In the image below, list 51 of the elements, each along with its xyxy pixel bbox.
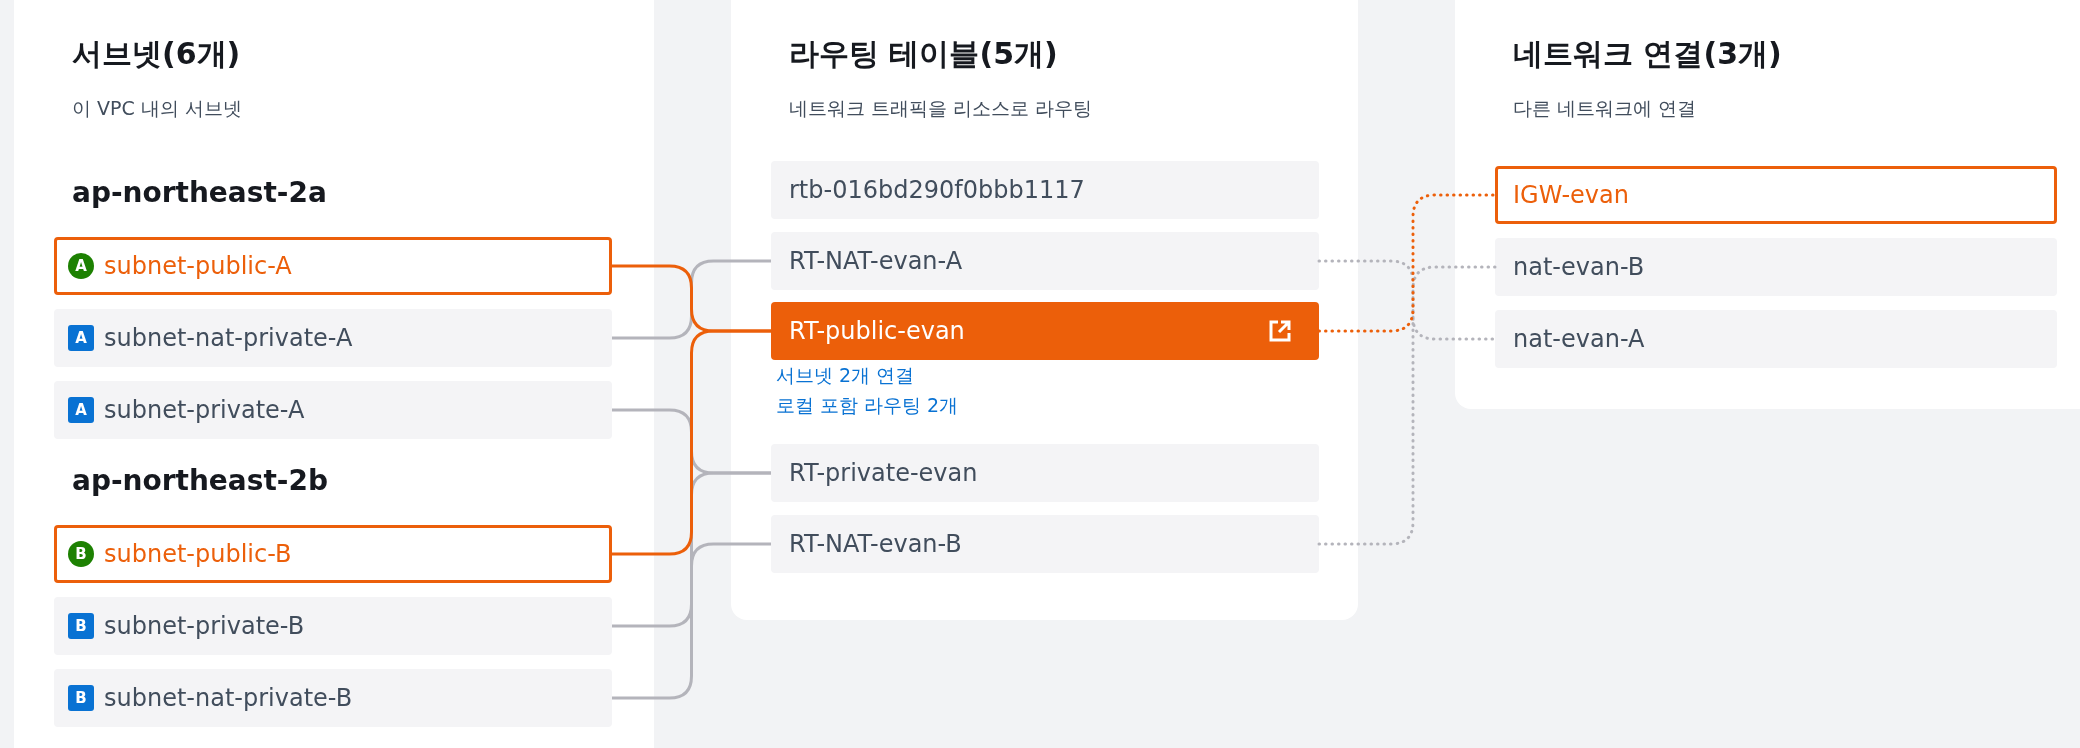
connector-line — [612, 542, 771, 700]
zone-heading: ap-northeast-2b — [72, 464, 328, 497]
zone-badge: A — [68, 253, 94, 279]
panel-card — [1455, 0, 2080, 409]
item-name: nat-evan-B — [1513, 253, 1645, 281]
item-name: RT-public-evan — [789, 317, 965, 345]
panel-title: 라우팅 테이블(5개) — [789, 35, 1058, 73]
subnet-row — [54, 525, 612, 583]
item-name: subnet-nat-private-A — [104, 324, 353, 352]
zone-badge: B — [68, 613, 94, 639]
connection-row — [1495, 166, 2057, 224]
link-text: 로컬 포함 라우팅 2개 — [776, 393, 959, 418]
zone-badge: A — [68, 397, 94, 423]
subnet-row — [54, 597, 612, 655]
item-name: subnet-private-A — [104, 396, 305, 424]
item-name: subnet-private-B — [104, 612, 305, 640]
link-text: 서브넷 2개 연결 — [776, 363, 915, 388]
dotted-connector — [1317, 259, 1497, 341]
item-name: subnet-public-B — [104, 540, 292, 568]
item-name: RT-NAT-evan-B — [789, 530, 962, 558]
route-table-row — [771, 515, 1319, 573]
subnet-row — [54, 237, 612, 295]
subnet-row — [54, 381, 612, 439]
connector-line — [612, 329, 771, 556]
route-table-row — [771, 444, 1319, 502]
panel-subtitle: 이 VPC 내의 서브넷 — [72, 96, 242, 121]
connection-row — [1495, 310, 2057, 368]
item-name: RT-private-evan — [789, 459, 978, 487]
item-name: subnet-nat-private-B — [104, 684, 353, 712]
panel-card — [14, 0, 654, 748]
item-name: nat-evan-A — [1513, 325, 1645, 353]
zone-badge: B — [68, 541, 94, 567]
item-name: IGW-evan — [1513, 181, 1629, 209]
subnet-row — [54, 309, 612, 367]
panel-title: 서브넷(6개) — [72, 35, 241, 73]
panel-subtitle: 네트워크 트래픽을 리소스로 라우팅 — [789, 96, 1093, 121]
route-table-row — [771, 302, 1319, 360]
subnet-row — [54, 669, 612, 727]
item-name: rtb-016bd290f0bbb1117 — [789, 176, 1085, 204]
zone-badge: B — [68, 685, 94, 711]
panel-subtitle: 다른 네트워크에 연결 — [1513, 96, 1697, 121]
item-name: subnet-public-A — [104, 252, 292, 280]
panel-card — [731, 0, 1358, 620]
route-table-row — [771, 232, 1319, 290]
zone-badge: A — [68, 325, 94, 351]
item-name: RT-NAT-evan-A — [789, 247, 963, 275]
connection-row — [1495, 238, 2057, 296]
dotted-connector — [1317, 265, 1497, 546]
zone-heading: ap-northeast-2a — [72, 176, 327, 209]
panel-title: 네트워크 연결(3개) — [1513, 35, 1782, 73]
dotted-connector — [1317, 193, 1497, 333]
